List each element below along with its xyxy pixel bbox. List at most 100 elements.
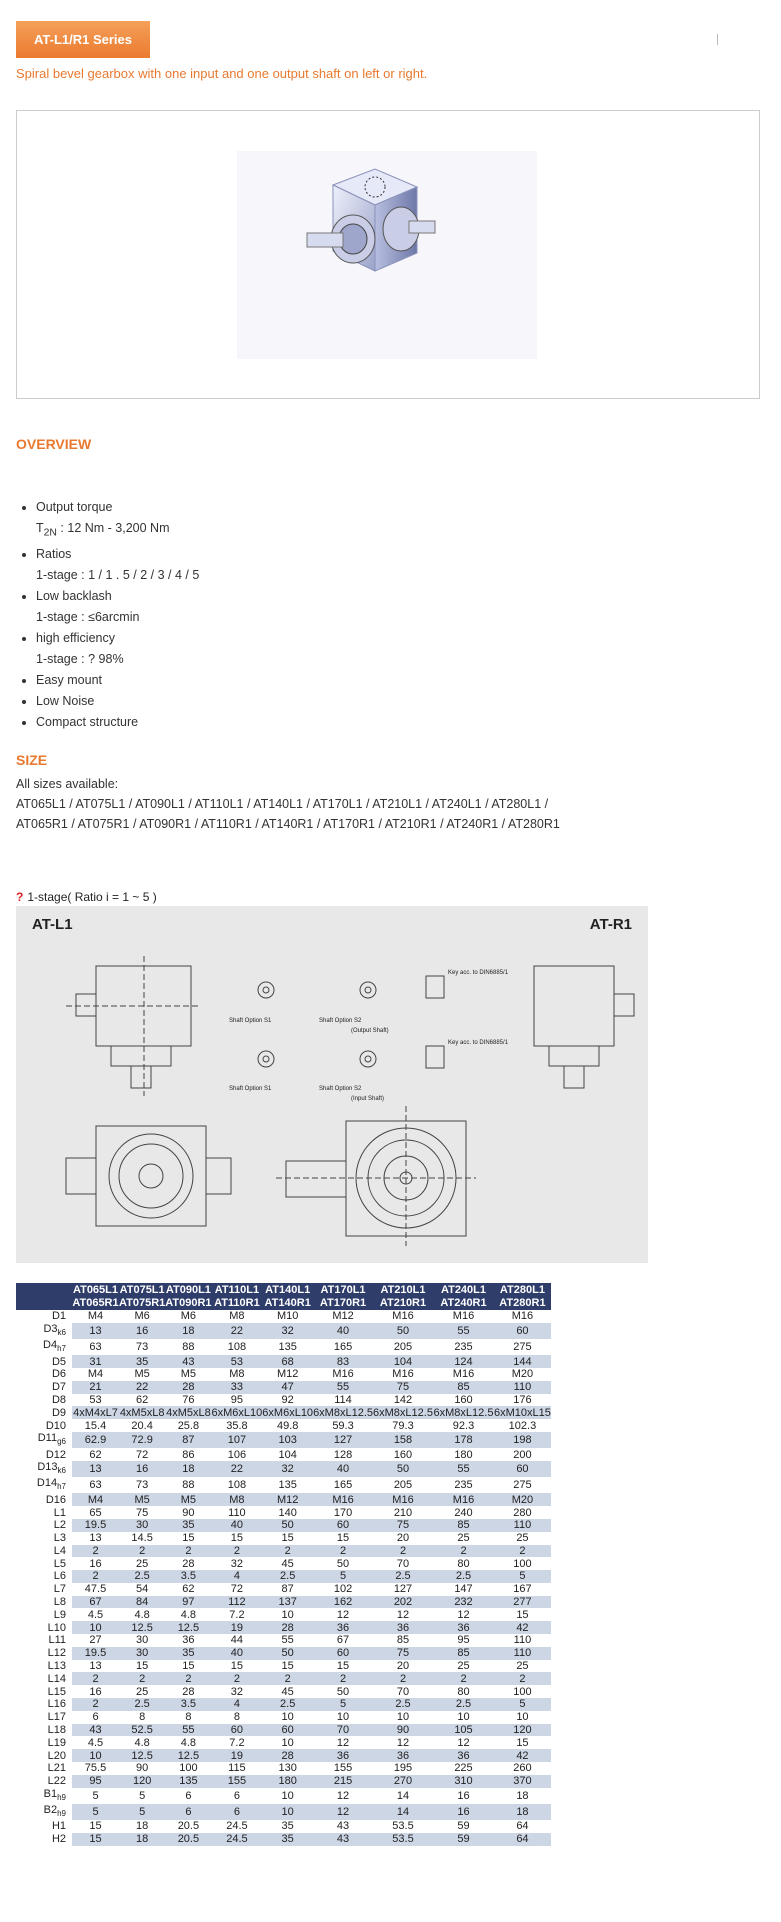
- table-cell: 86: [165, 1448, 212, 1461]
- overview-heading: OVERVIEW: [16, 436, 92, 452]
- table-cell: 35: [262, 1820, 314, 1833]
- table-cell: 18: [165, 1460, 212, 1478]
- table-cell: 32: [262, 1322, 314, 1339]
- table-cell: 14.5: [119, 1531, 166, 1545]
- table-cell: M5: [165, 1367, 212, 1381]
- table-cell: 25: [119, 1557, 166, 1571]
- table-cell: 15.4: [72, 1419, 119, 1432]
- table-cell: 15: [494, 1608, 551, 1622]
- table-cell: M5: [119, 1367, 166, 1381]
- table-cell: 87: [165, 1431, 212, 1449]
- table-cell: 19.5: [72, 1518, 119, 1532]
- table-cell: 68: [262, 1355, 314, 1368]
- table-cell: 95: [72, 1774, 119, 1788]
- table-cell: 18: [165, 1322, 212, 1339]
- table-cell: 12.5: [119, 1749, 166, 1763]
- row-label: L12: [47, 1647, 66, 1660]
- table-cell: 70: [373, 1557, 433, 1571]
- table-cell: 72: [211, 1582, 263, 1596]
- table-cell: 4.8: [119, 1608, 166, 1622]
- table-cell: 60: [313, 1646, 373, 1660]
- table-cell: 33: [211, 1380, 263, 1394]
- table-cell: 165: [313, 1338, 373, 1356]
- table-cell: 22: [119, 1380, 166, 1394]
- table-cell: 15: [165, 1659, 212, 1673]
- table-cell: 16: [433, 1787, 494, 1804]
- table-cell: 100: [494, 1685, 551, 1699]
- table-cell: 53.5: [373, 1820, 433, 1833]
- table-cell: M16: [313, 1493, 373, 1507]
- table-cell: 135: [262, 1477, 314, 1494]
- table-cell: 235: [433, 1338, 494, 1356]
- table-cell: 88: [165, 1477, 212, 1494]
- table-cell: 147: [433, 1582, 494, 1596]
- table-cell: 4.8: [119, 1736, 166, 1750]
- size-line-l1: AT065L1 / AT075L1 / AT090L1 / AT110L1 / …: [16, 797, 549, 811]
- table-cell: 60: [211, 1723, 263, 1737]
- table-cell: M16: [313, 1367, 373, 1381]
- table-cell: 2: [313, 1672, 373, 1686]
- table-cell: 50: [262, 1646, 314, 1660]
- table-cell: 180: [262, 1774, 314, 1788]
- table-cell: 28: [262, 1749, 314, 1763]
- table-cell: 60: [494, 1460, 551, 1478]
- table-cell: M4: [72, 1310, 119, 1323]
- table-cell: 30: [119, 1518, 166, 1532]
- shaft-option-label: Shaft Option S1: [229, 1086, 272, 1092]
- feature-low-noise: Low Noise: [36, 691, 199, 712]
- table-cell: 202: [373, 1595, 433, 1609]
- table-cell: 112: [211, 1595, 263, 1609]
- table-cell: 67: [313, 1634, 373, 1647]
- table-cell: 53.5: [373, 1832, 433, 1846]
- table-cell: 53: [72, 1393, 119, 1407]
- table-cell: 110: [494, 1380, 551, 1394]
- table-cell: 2: [373, 1544, 433, 1558]
- table-cell: 35: [119, 1355, 166, 1368]
- table-cell: 140: [262, 1506, 314, 1519]
- row-label: D14h7: [36, 1477, 66, 1492]
- row-label: B2h9: [43, 1803, 66, 1819]
- table-cell: 205: [373, 1477, 433, 1494]
- table-cell: 6: [72, 1710, 119, 1724]
- table-cell: 5: [313, 1698, 373, 1711]
- table-cell: 4.8: [165, 1736, 212, 1750]
- table-cell: 2: [211, 1544, 263, 1558]
- table-cell: 198: [494, 1431, 551, 1449]
- table-cell: M16: [373, 1493, 433, 1507]
- size-line-r1: AT065R1 / AT075R1 / AT090R1 / AT110R1 / …: [16, 817, 560, 831]
- drawing-title-right: AT-R1: [590, 916, 632, 933]
- table-cell: 15: [119, 1659, 166, 1673]
- table-cell: 5: [494, 1698, 551, 1711]
- table-cell: 10: [494, 1710, 551, 1724]
- table-cell: M12: [262, 1367, 314, 1381]
- table-cell: M6: [119, 1310, 166, 1323]
- stage-heading: ?1-stage( Ratio i = 1 ~ 5 ): [16, 890, 157, 904]
- table-cell: 84: [119, 1595, 166, 1609]
- series-badge[interactable]: AT-L1/R1 Series: [16, 21, 150, 58]
- table-cell: 10: [313, 1710, 373, 1724]
- table-cell: 60: [262, 1723, 314, 1737]
- row-label: L10: [47, 1621, 66, 1634]
- table-cell: 6xM6xL10: [262, 1406, 314, 1420]
- table-cell: 36: [433, 1621, 494, 1635]
- feature-label: high efficiency: [36, 630, 115, 645]
- table-cell: 6: [211, 1803, 263, 1821]
- table-cell: 2: [165, 1672, 212, 1686]
- row-label: L4: [53, 1544, 66, 1557]
- table-cell: 16: [72, 1557, 119, 1571]
- row-label: L18: [47, 1724, 66, 1737]
